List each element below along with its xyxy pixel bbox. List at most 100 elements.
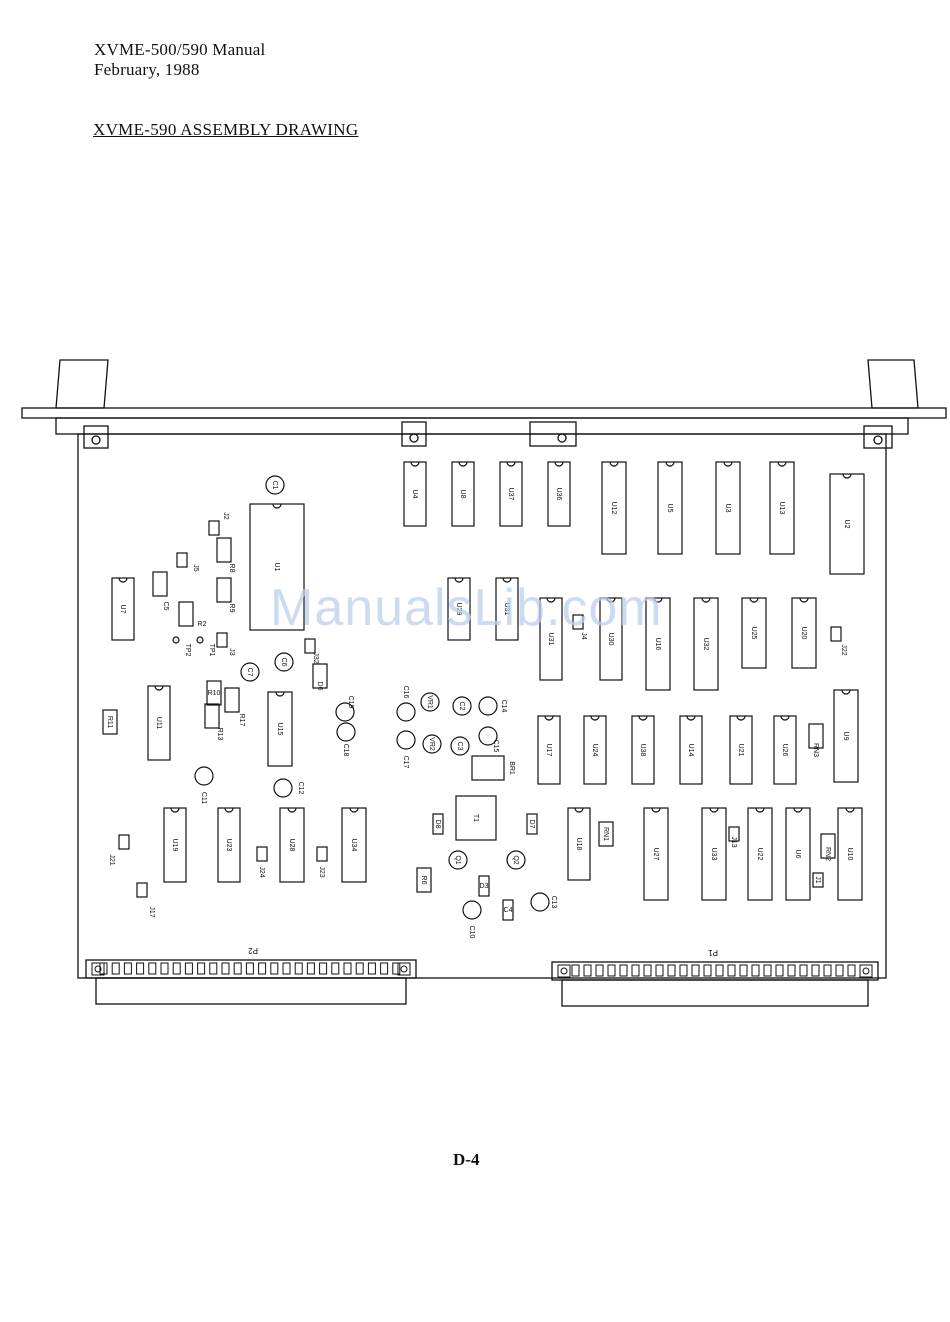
ic-package [631, 715, 655, 785]
ic-package [769, 461, 795, 555]
part-label: J4 [580, 632, 587, 640]
ic-label: U27 [652, 848, 659, 861]
part-label: TP1 [208, 644, 215, 657]
part-label: J2 [222, 512, 229, 520]
ic-label: U12 [610, 502, 617, 515]
p1-label: P1 [708, 948, 718, 957]
ic-package [539, 597, 563, 681]
part-label: J17 [148, 906, 155, 917]
part-label: RN1 [602, 827, 609, 841]
part-label: J21 [108, 854, 115, 865]
part-label: C15 [492, 740, 499, 753]
part-label: R8 [228, 564, 235, 573]
components [102, 461, 865, 921]
part-label: C7 [246, 668, 253, 677]
ic-package [599, 597, 623, 681]
ic-label: U22 [756, 848, 763, 861]
ic-package [217, 807, 241, 883]
part-label: R2 [198, 621, 207, 628]
ic-package [829, 473, 865, 575]
ic-package [447, 577, 471, 641]
ic-label: U1 [273, 563, 280, 572]
section-title: XVME-590 ASSEMBLY DRAWING [93, 120, 359, 139]
part-label: T1 [472, 814, 479, 822]
ic-label: U33 [710, 848, 717, 861]
ic-label: U15 [276, 723, 283, 736]
part-label: R11 [106, 716, 113, 728]
part-label: J3 [228, 648, 235, 656]
ic-label: U19 [171, 839, 178, 852]
part-label: J23 [318, 866, 325, 877]
part-label: R17 [238, 714, 245, 727]
ic-package [791, 597, 817, 669]
part-label: C19 [347, 696, 354, 709]
ic-package [747, 807, 773, 901]
part-label: D7 [528, 820, 535, 829]
part-label: R9 [228, 604, 235, 613]
ic-package [537, 715, 561, 785]
part-label: VR2 [428, 737, 435, 751]
part-label: R10 [208, 690, 221, 697]
ic-label: U18 [575, 838, 582, 851]
ic-label: U16 [654, 638, 661, 651]
part-label: C16 [402, 686, 409, 699]
part-label: BR1 [508, 761, 515, 775]
ic-package [403, 461, 427, 527]
ic-label: U14 [687, 744, 694, 757]
ic-package [837, 807, 863, 901]
part-label: J24 [258, 866, 265, 877]
part-label: C3 [456, 742, 463, 751]
board-outline [21, 359, 947, 1007]
ic-package [701, 807, 727, 901]
ic-package [495, 577, 519, 641]
ic-package [645, 597, 671, 691]
ic-label: U11 [155, 717, 162, 729]
ic-label: U4 [411, 490, 418, 499]
part-label: C11 [200, 792, 207, 804]
ic-label: U36 [555, 488, 562, 501]
ic-package [833, 689, 859, 783]
ic-package [741, 597, 767, 669]
part-label: R6 [420, 876, 427, 885]
ic-package [785, 807, 811, 901]
ic-package [657, 461, 683, 555]
part-label: C14 [500, 700, 507, 713]
part-label: C6 [280, 658, 287, 667]
connector-pins [91, 962, 873, 978]
ic-label: U3 [724, 504, 731, 513]
ic-package [679, 715, 703, 785]
part-label: TP2 [184, 644, 191, 657]
part-label: J5 [192, 564, 199, 572]
part-label: RN3 [812, 743, 819, 757]
ic-label: U21 [737, 744, 744, 757]
ic-package [729, 715, 753, 785]
ic-package [111, 577, 135, 641]
part-label: D3 [480, 883, 489, 890]
part-label: J32 [312, 652, 319, 663]
part-label: C18 [342, 744, 349, 757]
ic-package [643, 807, 669, 901]
ic-package [279, 807, 305, 883]
ic-label: U25 [750, 627, 757, 640]
part-label: Q2 [512, 855, 519, 864]
part-label: R13 [216, 728, 223, 741]
ic-package [267, 691, 293, 767]
ic-label: U7 [119, 605, 126, 614]
ic-label: U29 [455, 603, 462, 616]
ic-label: U30 [607, 633, 614, 646]
ic-label: U6 [794, 850, 801, 859]
part-label: C10 [468, 926, 475, 939]
ic-label: U32 [702, 638, 709, 651]
manual-title: XVME-500/590 Manual [94, 40, 266, 59]
manual-date: February, 1988 [94, 60, 200, 79]
ic-label: U9 [842, 732, 849, 741]
ic-label: U31 [547, 633, 554, 646]
ic-package [341, 807, 367, 883]
part-label: C2 [458, 702, 465, 711]
ic-label: U20 [800, 627, 807, 640]
part-label: D8 [434, 820, 441, 829]
part-label: C17 [402, 756, 409, 769]
p2-label: P2 [248, 946, 258, 955]
